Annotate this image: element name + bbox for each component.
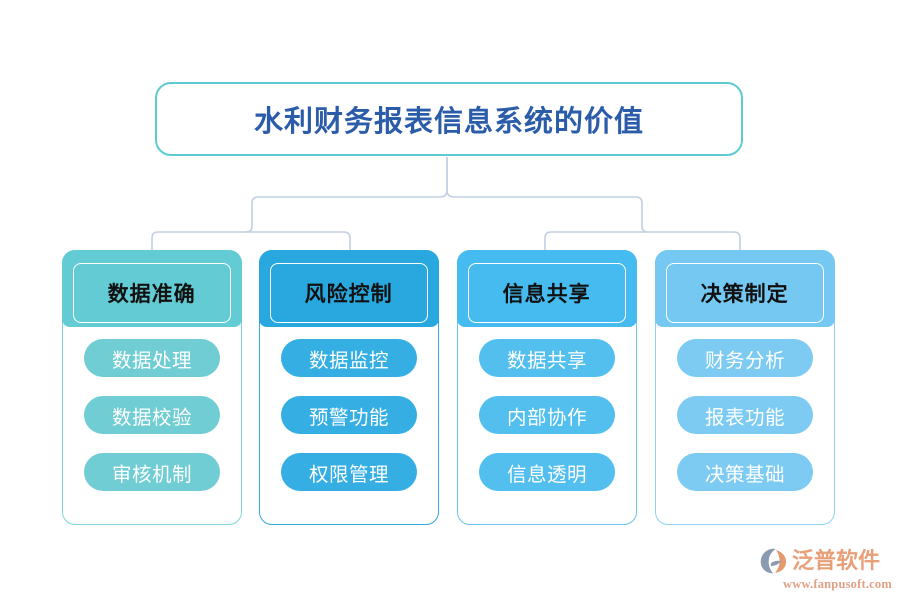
branch-header-frame: 风险控制 <box>269 262 428 323</box>
list-item[interactable]: 内部协作 <box>479 396 615 434</box>
list-item[interactable]: 数据校验 <box>84 396 220 434</box>
branch-item-list: 财务分析 报表功能 决策基础 <box>656 339 834 510</box>
list-item[interactable]: 审核机制 <box>84 453 220 491</box>
branch-header-label: 信息共享 <box>502 281 591 306</box>
branch-item-list: 数据监控 预警功能 权限管理 <box>260 339 438 510</box>
list-item[interactable]: 预警功能 <box>281 396 417 434</box>
page-title: 水利财务报表信息系统的价值 <box>253 106 644 138</box>
fanpu-logo-icon <box>760 548 787 574</box>
branch-card-decision-making[interactable]: 决策制定 财务分析 报表功能 决策基础 <box>654 249 835 525</box>
branch-card-info-sharing[interactable]: 信息共享 数据共享 内部协作 信息透明 <box>456 249 637 525</box>
branch-header-label: 决策制定 <box>700 281 789 306</box>
branch-header-info-sharing: 信息共享 <box>456 249 637 327</box>
watermark-logo: 泛普软件 www.fanpusoft.com <box>760 546 892 592</box>
branch-header-label: 风险控制 <box>304 281 393 306</box>
branch-header-frame: 决策制定 <box>665 262 824 323</box>
branch-card-data-accuracy[interactable]: 数据准确 数据处理 数据校验 审核机制 <box>61 249 242 525</box>
branch-header-label: 数据准确 <box>107 281 196 306</box>
branch-header-risk-control: 风险控制 <box>258 249 439 327</box>
branch-header-frame: 信息共享 <box>467 262 626 323</box>
list-item[interactable]: 报表功能 <box>677 396 813 434</box>
list-item[interactable]: 数据处理 <box>84 339 220 377</box>
watermark-row: 泛普软件 <box>760 546 892 576</box>
list-item[interactable]: 数据监控 <box>281 339 417 377</box>
list-item[interactable]: 数据共享 <box>479 339 615 377</box>
diagram-title-box: 水利财务报表信息系统的价值 <box>155 82 743 156</box>
list-item[interactable]: 信息透明 <box>479 453 615 491</box>
list-item[interactable]: 权限管理 <box>281 453 417 491</box>
list-item[interactable]: 决策基础 <box>677 453 813 491</box>
watermark-url: www.fanpusoft.com <box>783 577 892 591</box>
watermark-brand-name: 泛普软件 <box>792 548 881 573</box>
list-item[interactable]: 财务分析 <box>677 339 813 377</box>
branch-item-list: 数据处理 数据校验 审核机制 <box>63 339 241 510</box>
branch-card-risk-control[interactable]: 风险控制 数据监控 预警功能 权限管理 <box>258 249 439 525</box>
branch-header-decision-making: 决策制定 <box>654 249 835 327</box>
branch-header-data-accuracy: 数据准确 <box>61 249 242 327</box>
branch-header-frame: 数据准确 <box>72 262 231 323</box>
branch-item-list: 数据共享 内部协作 信息透明 <box>458 339 636 510</box>
